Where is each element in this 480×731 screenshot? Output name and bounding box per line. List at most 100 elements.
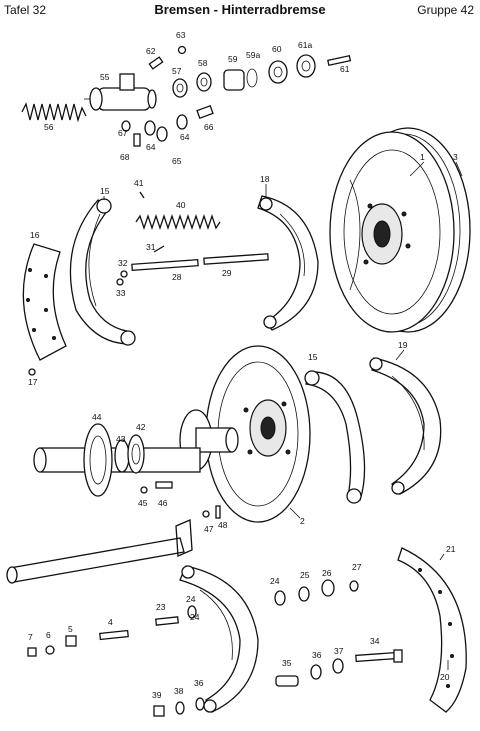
label-25: 25 <box>300 570 310 580</box>
label-59a: 59a <box>246 50 260 60</box>
label-47: 47 <box>204 524 214 534</box>
label-46: 46 <box>158 498 168 508</box>
label-61: 61 <box>340 64 350 74</box>
adjuster-rod-28-29 <box>131 253 269 271</box>
label-3: 3 <box>453 152 458 162</box>
brake-shoe-15-lower <box>304 370 366 504</box>
nut-7 <box>27 647 37 657</box>
brake-lining-16 <box>22 243 67 361</box>
label-45: 45 <box>138 498 148 508</box>
label-17: 17 <box>28 377 38 387</box>
bolt-4 <box>99 629 129 641</box>
label-15b: 15 <box>308 352 318 362</box>
label-61a: 61a <box>298 40 312 50</box>
nut-38-39 <box>153 697 205 717</box>
washer-33 <box>116 278 124 286</box>
brake-shoe-19 <box>369 357 442 495</box>
label-56: 56 <box>44 122 54 132</box>
plate-number: Tafel 32 <box>4 3 47 17</box>
group-number: Gruppe 42 <box>417 3 474 17</box>
label-7: 7 <box>28 632 33 642</box>
label-24a: 24 <box>270 576 280 586</box>
small-parts-64-68 <box>121 105 214 147</box>
label-28: 28 <box>172 272 182 282</box>
pin-41 <box>139 191 145 199</box>
brake-backplate-2 <box>205 345 311 523</box>
brake-backplate-1 <box>329 131 455 333</box>
seal-rings-42-43 <box>114 434 145 474</box>
label-67: 67 <box>118 128 128 138</box>
label-16: 16 <box>30 230 40 240</box>
label-55: 55 <box>100 72 110 82</box>
label-38: 38 <box>174 686 184 696</box>
label-41: 41 <box>134 178 144 188</box>
label-44: 44 <box>92 412 102 422</box>
label-24c: 24 <box>190 612 200 622</box>
pin-31 <box>153 245 165 253</box>
label-43: 43 <box>116 434 126 444</box>
brake-shoe-15-upper <box>69 198 136 346</box>
label-24b: 24 <box>186 594 196 604</box>
label-27: 27 <box>352 562 362 572</box>
label-35: 35 <box>282 658 292 668</box>
label-19: 19 <box>398 340 408 350</box>
label-48: 48 <box>218 520 228 530</box>
label-42: 42 <box>136 422 146 432</box>
label-18: 18 <box>260 174 270 184</box>
leader-lines <box>103 161 463 670</box>
label-32: 32 <box>118 258 128 268</box>
brake-shoe-lower <box>179 565 259 713</box>
label-23: 23 <box>156 602 166 612</box>
label-64b: 64 <box>180 132 190 142</box>
washer-32 <box>120 270 128 278</box>
label-66: 66 <box>204 122 214 132</box>
pin-23 <box>155 616 179 626</box>
washers-24-25-26 <box>187 579 359 619</box>
washer-6 <box>45 645 55 655</box>
sleeve-5 <box>65 635 77 647</box>
label-59: 59 <box>228 54 238 64</box>
pin-17 <box>28 368 36 376</box>
label-58: 58 <box>198 58 208 68</box>
washers-36-37 <box>310 658 344 680</box>
label-1: 1 <box>420 152 425 162</box>
label-31: 31 <box>146 242 156 252</box>
label-62: 62 <box>146 46 156 56</box>
label-4: 4 <box>108 617 113 627</box>
label-36b: 36 <box>194 678 204 688</box>
label-29: 29 <box>222 268 232 278</box>
label-63: 63 <box>176 30 186 40</box>
bolt-47-48 <box>202 505 221 519</box>
label-68: 68 <box>120 152 130 162</box>
label-2: 2 <box>300 516 305 526</box>
flange-44 <box>83 423 113 497</box>
label-34: 34 <box>370 636 380 646</box>
brake-shoe-18 <box>257 195 319 331</box>
label-20: 20 <box>440 672 450 682</box>
label-5: 5 <box>68 624 73 634</box>
sleeve-35 <box>275 675 299 687</box>
piston-parts-57-61 <box>172 54 352 98</box>
label-37: 37 <box>334 646 344 656</box>
label-39: 39 <box>152 690 162 700</box>
bolt-45-46 <box>140 481 173 494</box>
label-26: 26 <box>322 568 332 578</box>
label-6: 6 <box>46 630 51 640</box>
axle-shaft-lower <box>6 519 193 584</box>
label-33: 33 <box>116 288 126 298</box>
label-64a: 64 <box>146 142 156 152</box>
label-57: 57 <box>172 66 182 76</box>
label-65: 65 <box>172 156 182 166</box>
label-40: 40 <box>176 200 186 210</box>
wheel-cylinder-55 <box>84 73 157 111</box>
part-number-labels: 1 2 3 4 5 6 7 15 15 16 17 18 19 20 21 23… <box>28 30 458 700</box>
bolt-34 <box>355 649 403 663</box>
label-21: 21 <box>446 544 456 554</box>
brake-lining-20 <box>397 547 467 713</box>
label-15a: 15 <box>100 186 110 196</box>
brake-spring-56 <box>21 102 87 123</box>
return-spring-40 <box>135 213 221 231</box>
label-60: 60 <box>272 44 282 54</box>
